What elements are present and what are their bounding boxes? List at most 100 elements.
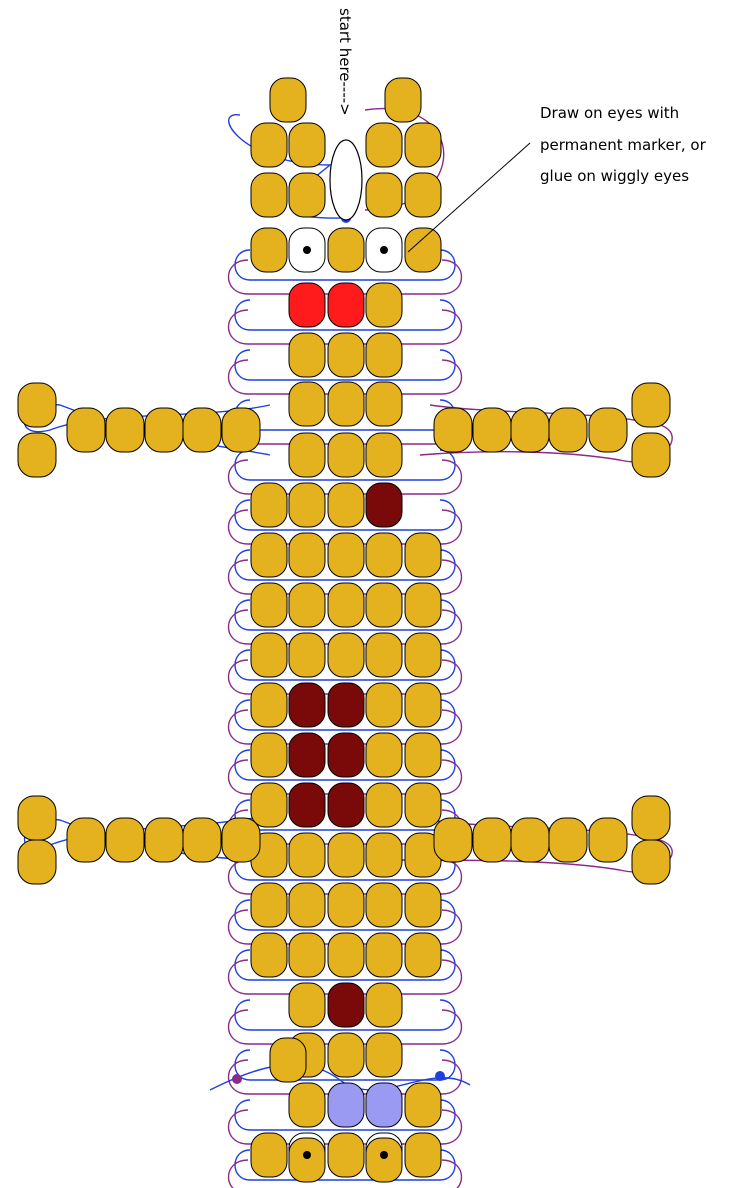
bead-gold (251, 123, 287, 167)
bead-gold (222, 408, 260, 452)
bead-gold (366, 123, 402, 167)
bead-gold (251, 173, 287, 217)
bead-gold (405, 123, 441, 167)
bead-gold (251, 483, 287, 527)
thread-end-dot-left (232, 1074, 242, 1084)
bead-gold (251, 683, 287, 727)
bead-gold (405, 933, 441, 977)
bead-gold (405, 883, 441, 927)
bead-gold (366, 833, 402, 877)
bead-gold (366, 173, 402, 217)
bead-gold (289, 933, 325, 977)
bead-gold (289, 1138, 325, 1182)
bead-gold (473, 818, 511, 862)
bead-gold (366, 1033, 402, 1077)
bead-gold (366, 283, 402, 327)
bead-gold (328, 883, 364, 927)
bead-gold (405, 1133, 441, 1177)
bead-gold (18, 840, 56, 884)
bead-gold (328, 333, 364, 377)
eyes-note-line-3: glue on wiggly eyes (540, 167, 689, 185)
eye-pupil (380, 1151, 388, 1159)
bead-gold (366, 983, 402, 1027)
bead-gold (366, 633, 402, 677)
bead-gold (366, 433, 402, 477)
bead-gold (222, 818, 260, 862)
bead-gold (289, 483, 325, 527)
bead-gold (511, 818, 549, 862)
bead-dark-red (328, 733, 364, 777)
bead-gold (145, 818, 183, 862)
bead-gold (183, 408, 221, 452)
eyes-note-line-2: permanent marker, or (540, 136, 707, 154)
bead-gold (67, 408, 105, 452)
bead-gold (366, 733, 402, 777)
bead-gold (289, 983, 325, 1027)
bead-gold (328, 382, 364, 426)
bead-gold (366, 583, 402, 627)
bead-gold (366, 933, 402, 977)
bead-dark-red (289, 783, 325, 827)
bead-gold (405, 783, 441, 827)
bead-gold (405, 733, 441, 777)
start-here-label: start here----> (336, 8, 354, 116)
bead-gold (366, 533, 402, 577)
thread-end-dot-right (435, 1071, 445, 1081)
bead-gold (270, 78, 306, 122)
bead-gold (289, 533, 325, 577)
bead-gold (251, 583, 287, 627)
bead-gold (289, 123, 325, 167)
bead-gold (589, 408, 627, 452)
bead-gold (251, 933, 287, 977)
bead-gold (106, 818, 144, 862)
bead-gold (289, 173, 325, 217)
bead-gold (251, 883, 287, 927)
bead-gold (106, 408, 144, 452)
bead-gold (251, 228, 287, 272)
bead-gold (251, 1133, 287, 1177)
bead-gold (289, 1083, 325, 1127)
bead-gold (145, 408, 183, 452)
bead-gold (632, 840, 670, 884)
bead-gold (270, 1038, 306, 1082)
bead-gold (18, 433, 56, 477)
bead-gold (366, 783, 402, 827)
bead-gold (328, 433, 364, 477)
bead-gold (632, 433, 670, 477)
bead-gold (183, 818, 221, 862)
bead-periwinkle (366, 1083, 402, 1127)
bead-gold (328, 583, 364, 627)
bead-gold (366, 333, 402, 377)
bead-gold (434, 408, 472, 452)
bead-gold (328, 533, 364, 577)
bead-gold (549, 408, 587, 452)
bead-gold (405, 583, 441, 627)
bead-dark-red (328, 783, 364, 827)
bead-gold (366, 1138, 402, 1182)
bead-dark-red (328, 683, 364, 727)
bead-gold (632, 796, 670, 840)
bead-gold (251, 533, 287, 577)
bead-gold (289, 833, 325, 877)
bead-gold (328, 1033, 364, 1077)
eye-pupil (380, 246, 388, 254)
bead-gold (289, 583, 325, 627)
bead-gold (18, 383, 56, 427)
bead-gold (289, 883, 325, 927)
bead-gold (251, 633, 287, 677)
bead-gold (251, 733, 287, 777)
bead-gold (405, 533, 441, 577)
bead-gold (405, 173, 441, 217)
bead-gold (549, 818, 587, 862)
bead-gold (473, 408, 511, 452)
bead-dark-red (289, 733, 325, 777)
bead-gold (366, 883, 402, 927)
bead-gold (328, 833, 364, 877)
bead-gold (589, 818, 627, 862)
bead-gold (405, 1083, 441, 1127)
start-marker-ellipse (330, 140, 362, 220)
bead-gold (328, 483, 364, 527)
bead-gold (366, 683, 402, 727)
bead-gold (328, 933, 364, 977)
